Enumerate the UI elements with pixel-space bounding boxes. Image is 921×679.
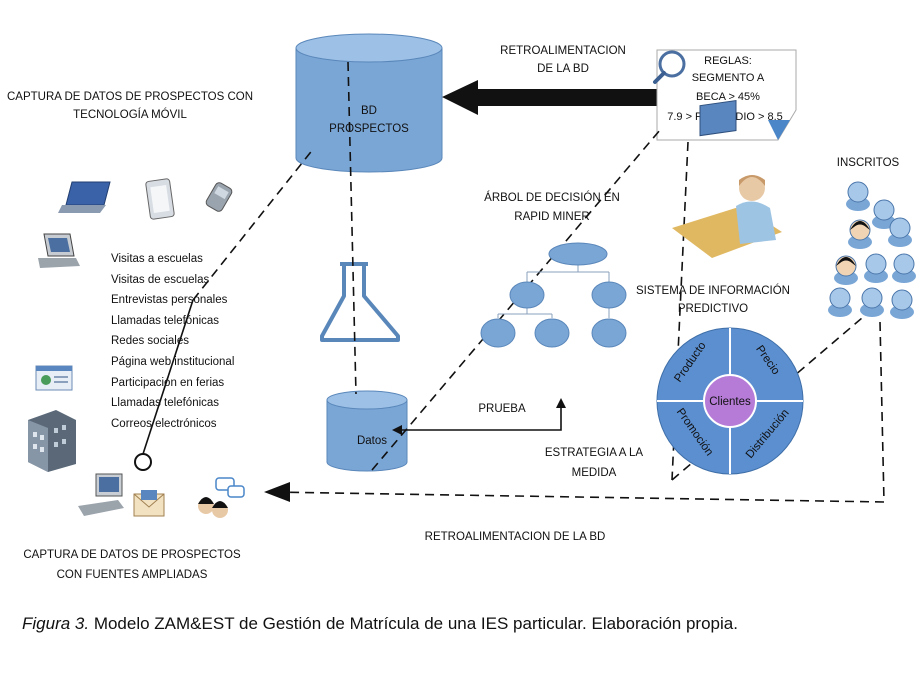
sistema-label-2: PREDICTIVO	[678, 303, 748, 315]
captura-fuentes-label-1: CAPTURA DE DATOS DE PROSPECTOS	[23, 549, 241, 561]
tablet-icon	[145, 178, 175, 220]
small-laptop-icon	[38, 233, 80, 268]
canal-item: Correos electrónicos	[111, 418, 217, 430]
feedback-arrow-big	[442, 80, 664, 115]
canal-item: Entrevistas personales	[111, 294, 228, 306]
inscrito-person-icon	[848, 219, 872, 249]
canal-item: Participación en ferias	[111, 377, 224, 389]
chat-people-icon	[198, 477, 245, 518]
reglas-note: REGLAS: SEGMENTO A BECA > 45% 7.9 > PROM…	[656, 49, 797, 141]
arbol-label-2: RAPID MINER	[514, 211, 589, 223]
arbol-label-1: ÁRBOL DE DECISIÓN EN	[484, 191, 620, 204]
decision-tree	[480, 242, 627, 348]
inscrito-person-icon	[892, 253, 916, 283]
bd-label-1: BD	[361, 105, 377, 117]
captura-movil-label-2: TECNOLOGÍA MÓVIL	[73, 108, 187, 121]
tree-node	[534, 318, 570, 348]
flask-icon	[320, 262, 400, 342]
prueba-label: PRUEBA	[478, 403, 526, 415]
bd-label-2: PROSPECTOS	[329, 123, 409, 135]
inscrito-person-icon	[890, 289, 914, 319]
magnifier-icon	[653, 50, 686, 84]
computer-icon	[78, 473, 124, 516]
inscrito-person-icon	[828, 287, 852, 317]
canal-item: Visitas a escuelas	[111, 253, 203, 265]
retro-top-label-1: RETROALIMENTACION	[500, 45, 626, 57]
building-icon	[28, 410, 76, 472]
tree-node	[509, 281, 545, 309]
marketing-wheel: Clientes Producto Precio Promoción Distr…	[656, 327, 804, 475]
canales-list: Visitas a escuelas Visitas de escuelas E…	[111, 253, 234, 430]
estrategia-label-1: ESTRATEGIA A LA	[545, 447, 644, 459]
inscritos-label: INSCRITOS	[837, 157, 900, 169]
inscrito-person-icon	[860, 287, 884, 317]
bd-prospectos-cylinder: BD PROSPECTOS	[295, 33, 443, 173]
reglas-line-3: BECA > 45%	[696, 91, 760, 103]
datos-label: Datos	[357, 435, 387, 447]
retro-top-label-2: DE LA BD	[537, 63, 589, 75]
tree-node	[548, 242, 608, 266]
figure-caption-text: Modelo ZAM&EST de Gestión de Matrícula d…	[89, 614, 738, 633]
captura-movil-label-1: CAPTURA DE DATOS DE PROSPECTOS CON	[7, 91, 253, 103]
inscrito-person-icon	[834, 255, 858, 285]
reglas-line-2: SEGMENTO A	[692, 72, 765, 84]
prueba-arrow	[392, 398, 566, 435]
inscrito-person-icon	[846, 181, 870, 211]
tree-node	[480, 318, 516, 348]
sistema-label-1: SISTEMA DE INFORMACIÓN	[636, 284, 790, 297]
inscrito-person-icon	[888, 217, 912, 247]
reglas-line-1: REGLAS:	[704, 55, 752, 67]
figure-number: Figura 3.	[22, 614, 90, 633]
tree-node	[591, 318, 627, 348]
figure-caption: Figura 3. Modelo ZAM&EST de Gestión de M…	[22, 614, 902, 634]
canal-item: Visitas de escuelas	[111, 274, 209, 286]
feedback-arrow-bottom-head	[264, 482, 290, 502]
canal-item: Llamadas telefónicas	[111, 397, 219, 409]
inscritos-people-icons	[828, 181, 916, 319]
captura-fuentes-label-2: CON FUENTES AMPLIADAS	[57, 569, 208, 581]
wheel-center-label: Clientes	[709, 396, 751, 408]
connector-line	[142, 299, 194, 455]
web-page-icon	[35, 365, 73, 391]
laptop-icon	[58, 181, 111, 213]
connector-circle	[134, 453, 152, 471]
mobile-phone-icon	[205, 182, 233, 212]
tree-node	[591, 281, 627, 309]
canal-item: Llamadas telefónicas	[111, 315, 219, 327]
estrategia-label-2: MEDIDA	[572, 467, 617, 479]
canal-item: Redes sociales	[111, 335, 189, 347]
mail-icon	[133, 490, 165, 517]
inscrito-person-icon	[864, 253, 888, 283]
retro-bottom-label: RETROALIMENTACION DE LA BD	[425, 531, 606, 543]
person-computer-icon	[672, 99, 782, 258]
